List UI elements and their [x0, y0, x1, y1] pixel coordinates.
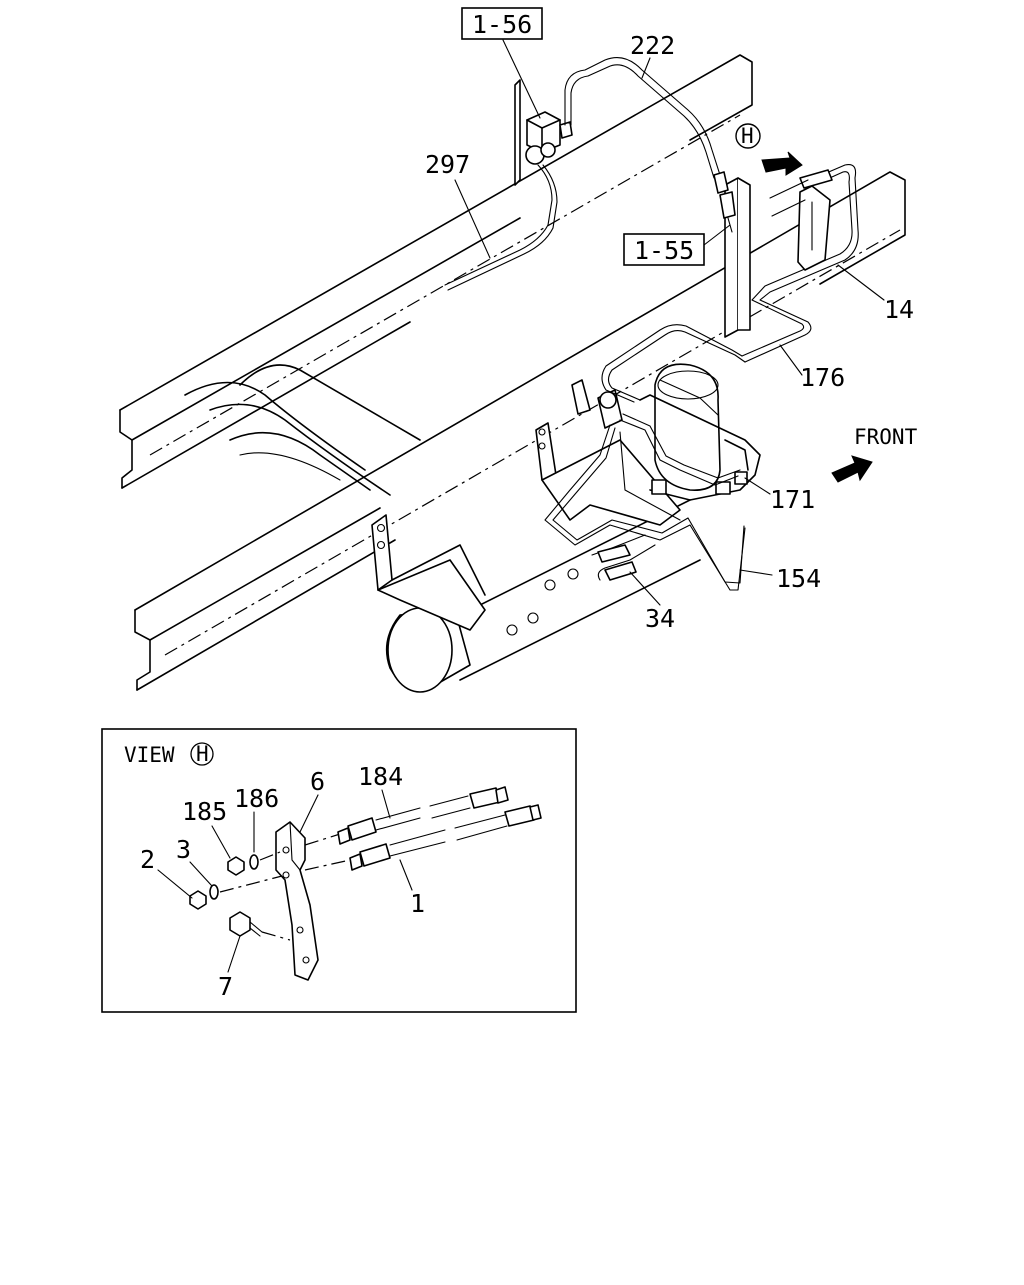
front-arrow-icon — [831, 455, 873, 483]
callout-176-label: 176 — [800, 363, 845, 392]
view-inset-mark: H — [196, 742, 209, 766]
pipe-184 — [337, 786, 509, 845]
front-label: FRONT — [854, 425, 918, 449]
washer-186 — [249, 854, 259, 870]
view-marker-h: H — [735, 123, 803, 176]
spring-bracket — [371, 514, 486, 631]
callout-154-label: 154 — [776, 564, 821, 593]
view-arrow-icon — [761, 151, 803, 176]
callout-1-56-label: 1-56 — [472, 10, 532, 39]
tank-bracket — [535, 379, 681, 526]
callout-34-label: 34 — [645, 604, 675, 633]
callout-6-label: 6 — [310, 767, 325, 796]
pipe-154 — [544, 424, 746, 591]
cross-member — [184, 364, 421, 496]
solenoid-valve — [514, 79, 573, 186]
callout-34: 34 — [629, 571, 675, 633]
view-inset-frame — [101, 728, 577, 1013]
pipe-297 — [444, 164, 558, 291]
view-inset: VIEW H — [101, 728, 577, 1013]
callout-297-label: 297 — [425, 150, 470, 179]
pipe-14 — [741, 163, 859, 363]
callout-3-label: 3 — [176, 835, 191, 864]
washer-3 — [209, 884, 219, 900]
valve-block — [597, 389, 748, 495]
callout-2-label: 2 — [140, 845, 155, 874]
callout-154: 154 — [739, 564, 821, 593]
callout-222-label: 222 — [630, 31, 675, 60]
callout-1-label: 1 — [410, 889, 425, 918]
callout-185-label: 185 — [182, 797, 227, 826]
callout-14: 14 — [837, 264, 914, 324]
callout-1-55-label: 1-55 — [634, 236, 694, 265]
pipe-1 — [349, 804, 542, 871]
callout-7-label: 7 — [218, 972, 233, 1001]
callout-297: 297 — [425, 150, 491, 259]
pipe-222 — [564, 57, 736, 233]
bolt-7 — [229, 911, 251, 937]
view-marker-h-label: H — [741, 124, 754, 148]
callout-222: 222 — [630, 31, 675, 79]
view-inset-title: VIEW — [124, 743, 175, 767]
pipe-34 — [591, 534, 656, 581]
bracket-6 — [275, 821, 319, 981]
callout-171: 171 — [744, 477, 815, 514]
callout-186-label: 186 — [234, 784, 279, 813]
nut-185 — [227, 856, 245, 876]
front-indicator: FRONT — [831, 425, 918, 483]
callout-184-label: 184 — [358, 762, 403, 791]
pipe-171 — [619, 379, 741, 486]
callout-176: 176 — [779, 344, 845, 392]
callout-14-label: 14 — [884, 295, 914, 324]
callout-1-56: 1-56 — [461, 7, 543, 119]
callout-1-55: 1-55 — [623, 224, 731, 266]
frame-rail-right — [134, 171, 906, 691]
nut-2 — [189, 890, 207, 910]
pipe-176 — [601, 324, 746, 403]
frame-rail-left — [119, 54, 753, 489]
callout-171-label: 171 — [770, 485, 815, 514]
